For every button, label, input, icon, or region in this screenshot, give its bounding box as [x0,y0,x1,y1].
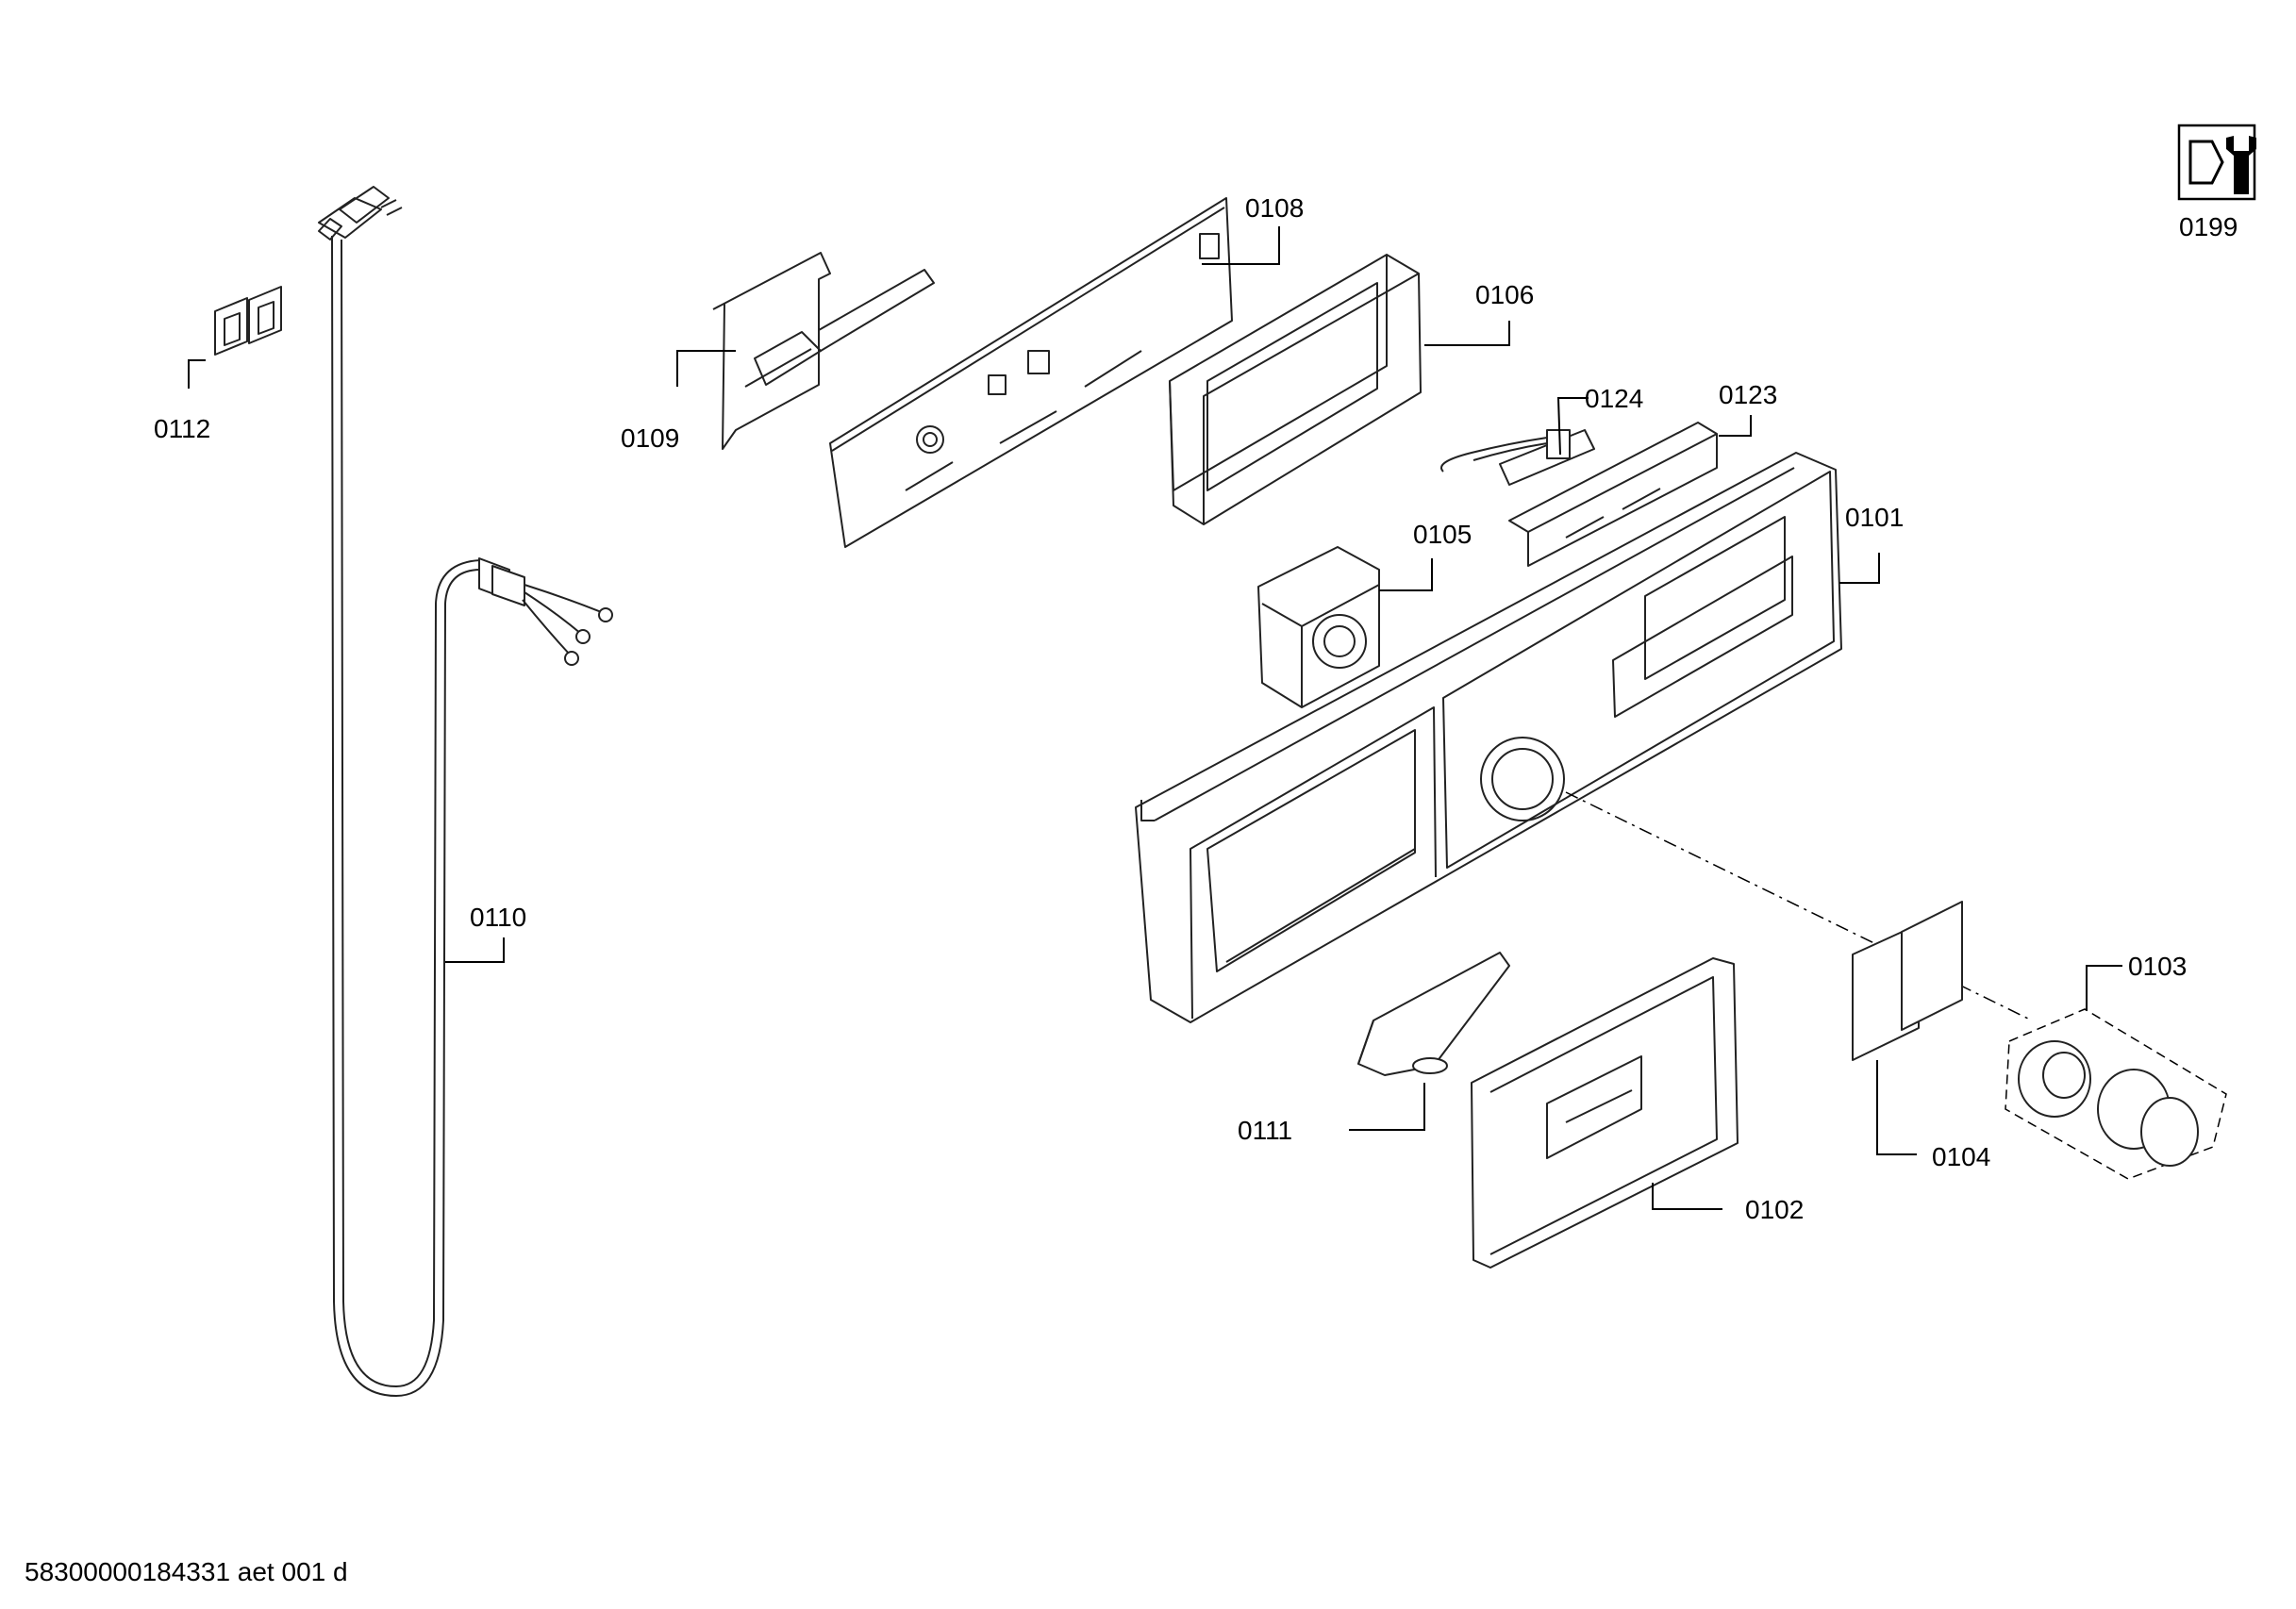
callout-0124: 0124 [1585,384,1643,413]
callout-0102: 0102 [1745,1195,1804,1224]
label-sheet-part [1852,901,1963,1061]
wrench-nut-icon [2177,124,2256,201]
selector-unit-part [1257,546,1380,708]
display-frame-part [1169,254,1422,525]
knob-set-part [2005,1008,2227,1180]
sensor-part [1440,429,1595,486]
mains-cable-part [318,186,613,1397]
callout-0101: 0101 [1845,503,1904,532]
alignment-line [1565,791,2029,1020]
callout-0112: 0112 [154,414,210,443]
bracket-part [712,252,935,450]
callout-0109: 0109 [621,423,679,453]
callout-0123: 0123 [1719,380,1777,409]
callout-0103: 0103 [2128,952,2187,981]
circuit-board-part [829,197,1233,548]
callout-0108: 0108 [1245,193,1304,223]
callout-0104: 0104 [1932,1142,1990,1171]
callout-0111: 0111 [1238,1116,1292,1145]
callout-0110: 0110 [470,903,526,932]
fascia-panel-part [1135,452,1842,1023]
callout-0199: 0199 [2179,212,2238,241]
clip-part [214,286,282,356]
drawer-front-part [1471,957,1739,1269]
document-id: 58300000184331 aet 001 d [25,1557,348,1586]
callout-0106: 0106 [1475,280,1534,309]
rail-part [1508,422,1718,567]
lever-part [1357,952,1510,1076]
leader-lines [188,226,2122,1210]
callout-0105: 0105 [1413,520,1472,549]
